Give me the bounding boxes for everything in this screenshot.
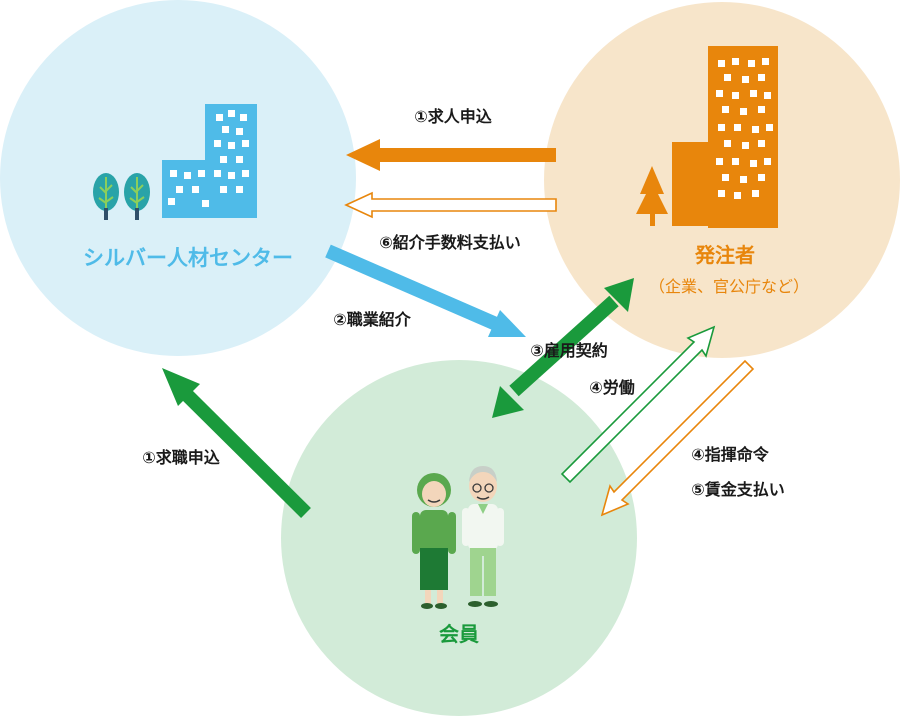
label-instruction: ④指揮命令 bbox=[691, 445, 770, 464]
office-towers-with-tree-icon bbox=[636, 46, 778, 228]
arrow-job-application bbox=[162, 368, 311, 518]
arrow-instruction-wages bbox=[600, 359, 755, 517]
label-fee-payment: ⑥紹介手数料支払い bbox=[379, 233, 521, 252]
label-job-application: ①求職申込 bbox=[142, 448, 220, 467]
office-building-with-trees-icon bbox=[93, 104, 257, 220]
arrow-referral bbox=[325, 244, 526, 337]
elderly-woman-icon bbox=[412, 473, 456, 609]
label-referral: ②職業紹介 bbox=[333, 310, 412, 329]
tree-icon bbox=[93, 173, 119, 220]
member-circle bbox=[281, 360, 637, 716]
arrow-labor bbox=[560, 325, 716, 484]
elderly-man-icon bbox=[462, 466, 504, 607]
center-title: シルバー人材センター bbox=[83, 246, 293, 270]
arrow-employment-contract bbox=[492, 278, 634, 418]
client-title: 発注者 bbox=[694, 243, 755, 267]
label-job-offer: ①求人申込 bbox=[414, 107, 492, 126]
label-labor: ④労働 bbox=[589, 378, 635, 397]
elderly-couple-icon bbox=[412, 466, 504, 609]
label-wage-payment: ⑤賃金支払い bbox=[691, 480, 785, 499]
arrow-job-offer bbox=[346, 139, 556, 171]
arrow-fee-payment bbox=[344, 191, 557, 219]
client-subtitle: （企業、官公庁など） bbox=[649, 277, 809, 296]
conifer-tree-icon bbox=[636, 166, 668, 226]
member-title: 会員 bbox=[439, 622, 479, 646]
tree-icon bbox=[124, 173, 150, 220]
label-employment-contract: ③雇用契約 bbox=[530, 341, 608, 360]
